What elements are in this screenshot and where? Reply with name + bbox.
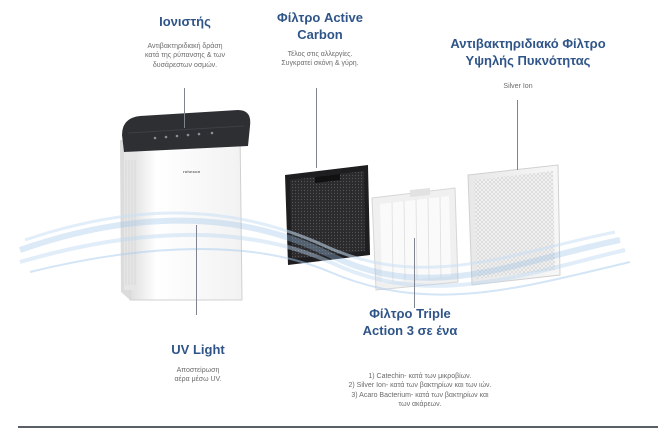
hepa-title-line2: Υψηλής Πυκνότητας <box>465 52 591 68</box>
active-carbon-title: Φίλτρο Active Carbon <box>250 10 390 44</box>
triple-leader-line <box>414 238 415 308</box>
active-carbon-title-line1: Φίλτρο Active <box>277 10 363 25</box>
carbon-leader-line <box>316 88 317 168</box>
hepa-title-line1: Αντιβακτηριδιακό Φίλτρο <box>450 36 606 51</box>
triple-action-title-line2: Action 3 σε ένα <box>362 322 458 338</box>
air-purifier-device <box>120 110 251 301</box>
active-carbon-description: Τέλος στις αλλεργίες. Συγκρατεί σκόνη & … <box>281 51 359 68</box>
bottom-border <box>18 0 658 428</box>
ionizer-title: Ιονιστής <box>159 14 211 29</box>
triple-action-item-1: 1) Catechin- κατά των μικροβίων. <box>368 373 472 380</box>
active-carbon-title-line2: Carbon <box>297 26 343 42</box>
air-flow-wave <box>19 211 631 296</box>
triple-action-item-2: 2) Silver Ion- κατά των βακτηρίων και τω… <box>348 382 492 390</box>
uv-light-description: Αποστείρωση αέρα μέσω UV. <box>174 367 222 384</box>
ionizer-leader-line <box>184 88 185 128</box>
hepa-description: Silver Ion <box>503 83 533 90</box>
triple-action-title-line1: Φίλτρο Triple <box>369 306 451 321</box>
triple-action-title: Φίλτρο Triple Action 3 σε ένα <box>340 306 480 340</box>
hepa-title: Αντιβακτηριδιακό Φίλτρο Υψηλής Πυκνότητα… <box>428 36 628 70</box>
hepa-leader-line <box>517 100 518 170</box>
ionizer-description: Αντιβακτηριδιακή δράση κατά της ρύπανσης… <box>145 43 225 69</box>
uv-leader-line <box>196 225 197 315</box>
triple-action-item-4: των ακάρεων. <box>398 401 442 409</box>
carbon-filter <box>285 165 370 265</box>
uv-light-title: UV Light <box>171 342 225 357</box>
triple-action-list: 1) Catechin- κατά των μικροβίων. 2) Silv… <box>320 372 520 410</box>
triple-action-item-3: 3) Acaro Bacterium- κατά των βακτηρίων κ… <box>351 391 489 399</box>
device-brand-label: rohnson <box>183 169 201 174</box>
